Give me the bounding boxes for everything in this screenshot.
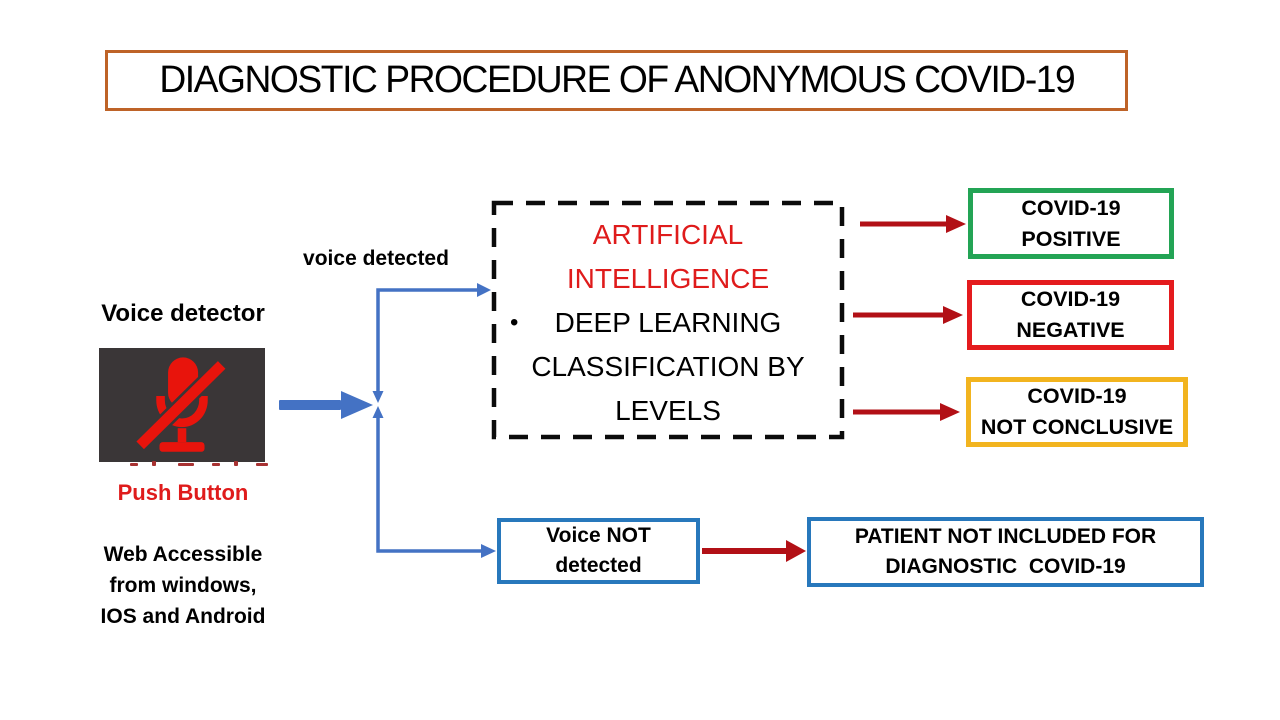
web-access-note-line: Web Accessible <box>103 543 263 566</box>
ai-body-line: DEEP LEARNING <box>554 307 782 338</box>
ai-body-line: LEVELS <box>615 395 721 426</box>
outcome-line: COVID-19 <box>1027 384 1127 408</box>
web-access-note-line: from windows, <box>109 574 257 597</box>
title-box: DIAGNOSTIC PROCEDURE OF ANONYMOUS COVID-… <box>105 50 1128 111</box>
arrow-ai-to-not-conclusive <box>853 403 960 421</box>
outcome-line: POSITIVE <box>1021 226 1121 251</box>
connector-voice-detected <box>372 283 491 403</box>
cropped-text-artifact <box>112 461 282 467</box>
outcome-line: NOT CONCLUSIVE <box>980 415 1174 439</box>
ai-title-line: INTELLIGENCE <box>566 263 770 294</box>
arrow-voicenot-to-patient <box>702 540 806 562</box>
arrow-ai-to-positive <box>860 215 966 233</box>
muted-microphone-icon <box>126 351 238 460</box>
outcome-line: COVID-19 <box>1021 195 1121 220</box>
outcome-line: COVID-19 <box>1020 287 1121 311</box>
page-title: DIAGNOSTIC PROCEDURE OF ANONYMOUS COVID-… <box>159 59 1075 101</box>
ai-title-line: ARTIFICIAL <box>592 219 744 250</box>
outcome-covid-negative: COVID-19 NEGATIVE <box>967 280 1174 350</box>
voice-detector-label: Voice detector <box>101 300 265 327</box>
web-access-note-line: IOS and Android <box>100 605 266 628</box>
arrow-mic-to-junction <box>279 391 373 419</box>
ai-body-line: CLASSIFICATION BY <box>531 351 805 382</box>
patient-not-included-box: PATIENT NOT INCLUDED FOR DIAGNOSTIC COVI… <box>807 517 1204 587</box>
bullet-point: • <box>510 309 519 336</box>
connector-voice-not-detected <box>372 406 496 558</box>
push-button-label: Push Button <box>117 480 249 505</box>
patient-not-included-line: DIAGNOSTIC COVID-19 <box>885 555 1126 578</box>
outcome-covid-not-conclusive: COVID-19 NOT CONCLUSIVE <box>966 377 1188 447</box>
arrow-ai-to-negative <box>853 306 963 324</box>
voice-not-detected-line: detected <box>555 554 642 577</box>
ai-classification-box: ARTIFICIAL INTELLIGENCE DEEP LEARNING CL… <box>492 201 844 439</box>
voice-detected-label: voice detected <box>303 247 449 270</box>
patient-not-included-line: PATIENT NOT INCLUDED FOR <box>854 525 1157 548</box>
voice-not-detected-line: Voice NOT <box>546 524 651 547</box>
web-access-note: Web Accessible from windows, IOS and And… <box>43 539 323 632</box>
voice-detector-button[interactable] <box>99 348 265 462</box>
outcome-line: NEGATIVE <box>1016 318 1125 342</box>
outcome-covid-positive: COVID-19 POSITIVE <box>968 188 1174 259</box>
voice-not-detected-box: Voice NOT detected <box>497 518 700 584</box>
